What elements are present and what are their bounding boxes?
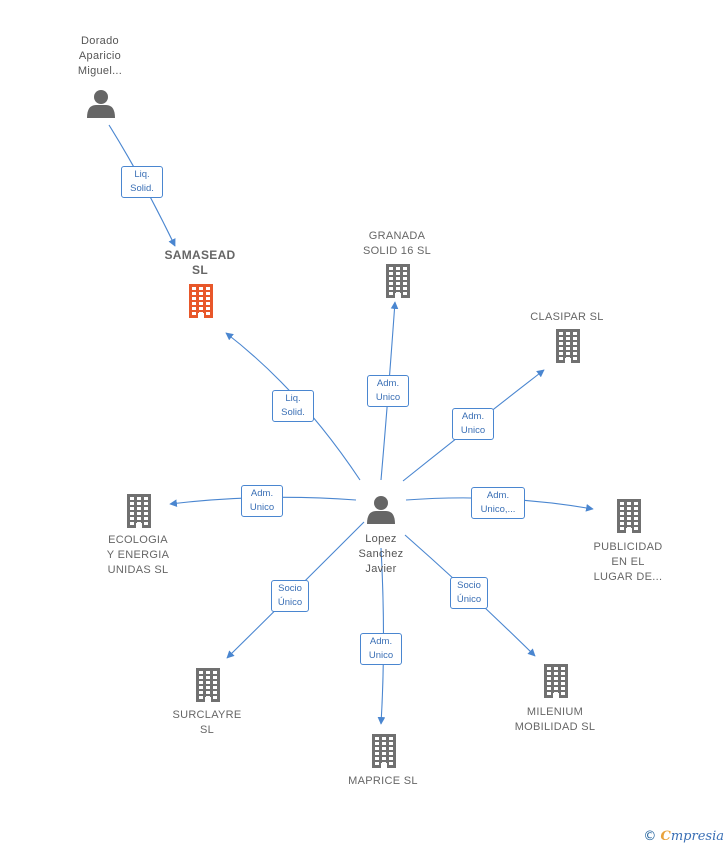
edge-label-maprice[interactable]: Adm. Unico (360, 633, 402, 665)
edge-label-surclayre[interactable]: Socio Único (271, 580, 309, 612)
node-label-samasead[interactable]: SAMASEAD SL (164, 248, 236, 277)
edge-label-samasead[interactable]: Liq. Solid. (121, 166, 163, 198)
node-label-surclayre[interactable]: SURCLAYRE SL (172, 709, 242, 736)
building-icon-maprice[interactable] (372, 734, 396, 768)
building-icon-surclayre[interactable] (196, 668, 220, 702)
node-label-publicidad[interactable]: PUBLICIDAD EN EL LUGAR DE... (593, 541, 663, 583)
node-label-person_dorado[interactable]: Dorado Aparicio Miguel... (77, 35, 123, 77)
node-label-milenium[interactable]: MILENIUM MOBILIDAD SL (514, 706, 596, 733)
edge-label-granada[interactable]: Adm. Unico (367, 375, 409, 407)
node-label-maprice[interactable]: MAPRICE SL (348, 775, 418, 787)
node-label-ecologia[interactable]: ECOLOGIA Y ENERGIA UNIDAS SL (106, 534, 170, 576)
building-icon-clasipar[interactable] (556, 329, 580, 363)
brand-initial: C (660, 829, 671, 844)
copyright-symbol: © (643, 829, 657, 844)
node-label-clasipar[interactable]: CLASIPAR SL (530, 311, 604, 323)
building-icon-granada[interactable] (386, 264, 410, 298)
brand-name: mpresia (670, 829, 724, 844)
edge-label-clasipar[interactable]: Adm. Unico (452, 408, 494, 440)
node-label-person_lopez[interactable]: Lopez Sanchez Javier (358, 533, 404, 575)
building-icon-samasead[interactable] (189, 284, 213, 318)
person-icon-person_dorado[interactable] (87, 90, 115, 118)
edge-label-ecologia[interactable]: Adm. Unico (241, 485, 283, 517)
edge-label-publicidad[interactable]: Adm. Unico,... (471, 487, 525, 519)
building-icon-publicidad[interactable] (617, 499, 641, 533)
building-icon-ecologia[interactable] (127, 494, 151, 528)
edge-label-samasead[interactable]: Liq. Solid. (272, 390, 314, 422)
node-label-granada[interactable]: GRANADA SOLID 16 SL (362, 230, 432, 257)
edge-label-milenium[interactable]: Socio Único (450, 577, 488, 609)
person-icon-person_lopez[interactable] (367, 496, 395, 524)
building-icon-milenium[interactable] (544, 664, 568, 698)
empresia-brand[interactable]: © Cmpresia (643, 829, 724, 844)
